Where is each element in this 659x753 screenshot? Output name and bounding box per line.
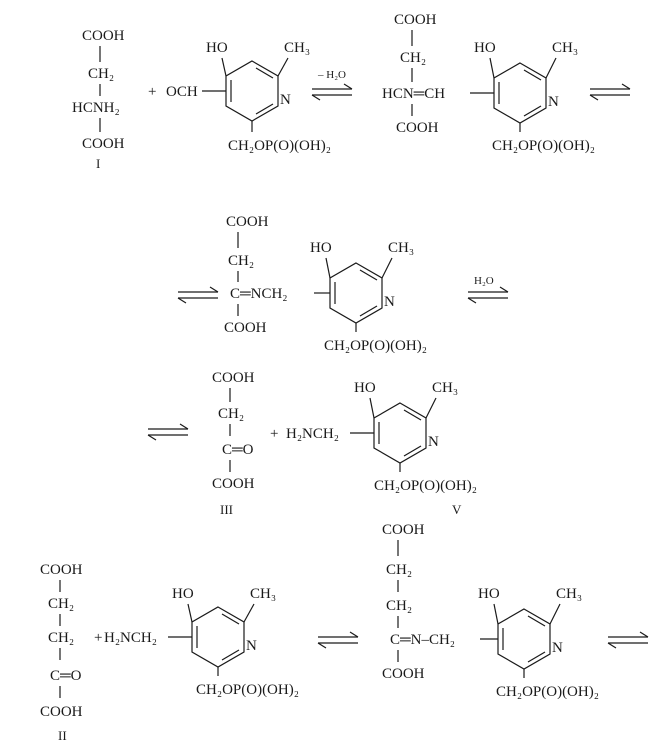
plp-n: N [280,92,291,108]
plp-phosphate: CH₂OP(O)(OH)₂ [228,138,331,154]
fk-ch2-a: CH₂ [386,562,412,578]
c2-c-o: C═O [50,668,82,684]
plus-3: + [94,630,102,646]
ket-phosphate: CH₂OP(O)(OH)₂ [324,338,427,354]
compound-III: COOH CH₂ C═O COOH III [212,370,255,517]
plus-2: + [270,426,278,442]
pmp-v-n: N [428,434,439,450]
pmp-v: H₂NCH₂ HO CH₃ N CH₂OP(O)(OH)₂ V [286,380,477,517]
ald-cooh-top: COOH [394,12,437,28]
pmp4-phosphate: CH₂OP(O)(OH)₂ [196,682,299,698]
ket-ch2: CH₂ [228,253,254,269]
fk-ch2-b: CH₂ [386,598,412,614]
equilibrium-arrow-5 [147,423,189,441]
ald-ch2: CH₂ [400,50,426,66]
final-ketimine: COOH CH₂ CH₂ C═N–CH₂ COOH HO CH₃ N CH₂OP… [382,522,599,700]
c1-ch2: CH₂ [88,66,114,82]
plp-ch3: CH₃ [284,40,310,56]
ald-ho: HO [474,40,496,56]
c2-cooh-bottom: COOH [40,704,83,720]
ket-n: N [384,294,395,310]
arrow-label-minus-water: – H₂O [317,69,346,81]
label-V: V [452,502,462,517]
equilibrium-arrow-1 [311,83,353,101]
ald-n: N [548,94,559,110]
equilibrium-arrow-3 [177,286,219,304]
label-I: I [96,156,100,171]
equilibrium-arrow-4 [467,286,509,304]
equilibrium-arrow-7 [607,631,649,649]
equilibrium-arrow-2 [589,83,631,101]
fk-cooh-bottom: COOH [382,666,425,682]
pmp-v-h2nch2: H₂NCH₂ [286,426,339,442]
compound-II: COOH CH₂ CH₂ C═O COOH II [40,562,83,743]
ketimine-intermediate: COOH CH₂ C═NCH₂ COOH HO CH₃ N CH₂OP(O)(O… [224,214,427,354]
aldimine-intermediate: COOH CH₂ HCN═CH COOH HO CH₃ N CH₂OP(O)(O… [382,12,595,154]
c1-cooh-bottom: COOH [82,136,125,152]
c2-ch2-a: CH₂ [48,596,74,612]
fk-cooh-top: COOH [382,522,425,538]
pmp4-n: N [246,638,257,654]
fk-ho: HO [478,586,500,602]
fk-phosphate: CH₂OP(O)(OH)₂ [496,684,599,700]
plp-och: OCH [166,84,198,100]
c2-ch2-b: CH₂ [48,630,74,646]
c2-cooh-top: COOH [40,562,83,578]
ket-ch3: CH₃ [388,240,414,256]
ald-phosphate: CH₂OP(O)(OH)₂ [492,138,595,154]
compound-I: COOH CH₂ HCNH₂ COOH I [72,28,125,171]
plp-aldehyde: OCH HO CH₃ N CH₂OP(O)(OH)₂ [166,40,331,154]
pmp4-ch3: CH₃ [250,586,276,602]
c3-cooh-top: COOH [212,370,255,386]
ald-cooh-bottom: COOH [396,120,439,136]
c3-c-o: C═O [222,442,254,458]
plus-1: + [148,84,156,100]
pmp4-ho: HO [172,586,194,602]
fk-c-n-ch2: C═N–CH₂ [390,632,455,648]
equilibrium-arrow-6 [317,631,359,649]
c1-cooh-top: COOH [82,28,125,44]
plp-ho: HO [206,40,228,56]
c3-cooh-bottom: COOH [212,476,255,492]
ket-cooh-top: COOH [226,214,269,230]
label-II: II [58,728,67,743]
fk-ch3: CH₃ [556,586,582,602]
fk-n: N [552,640,563,656]
arrow-label-water: H₂O [474,275,494,287]
ald-hcn-ch: HCN═CH [382,86,445,102]
pmp-v-phosphate: CH₂OP(O)(OH)₂ [374,478,477,494]
ket-ho: HO [310,240,332,256]
c3-ch2: CH₂ [218,406,244,422]
ald-ch3: CH₃ [552,40,578,56]
pmp4-h2nch2: H₂NCH₂ [104,630,157,646]
pmp-v-ch3: CH₃ [432,380,458,396]
pmp-row4: H₂NCH₂ HO CH₃ N CH₂OP(O)(OH)₂ [104,586,299,698]
pmp-v-ho: HO [354,380,376,396]
c1-hcnh2: HCNH₂ [72,100,120,116]
ket-c-nch2: C═NCH₂ [230,286,288,302]
ket-cooh-bottom: COOH [224,320,267,336]
label-III: III [220,502,233,517]
